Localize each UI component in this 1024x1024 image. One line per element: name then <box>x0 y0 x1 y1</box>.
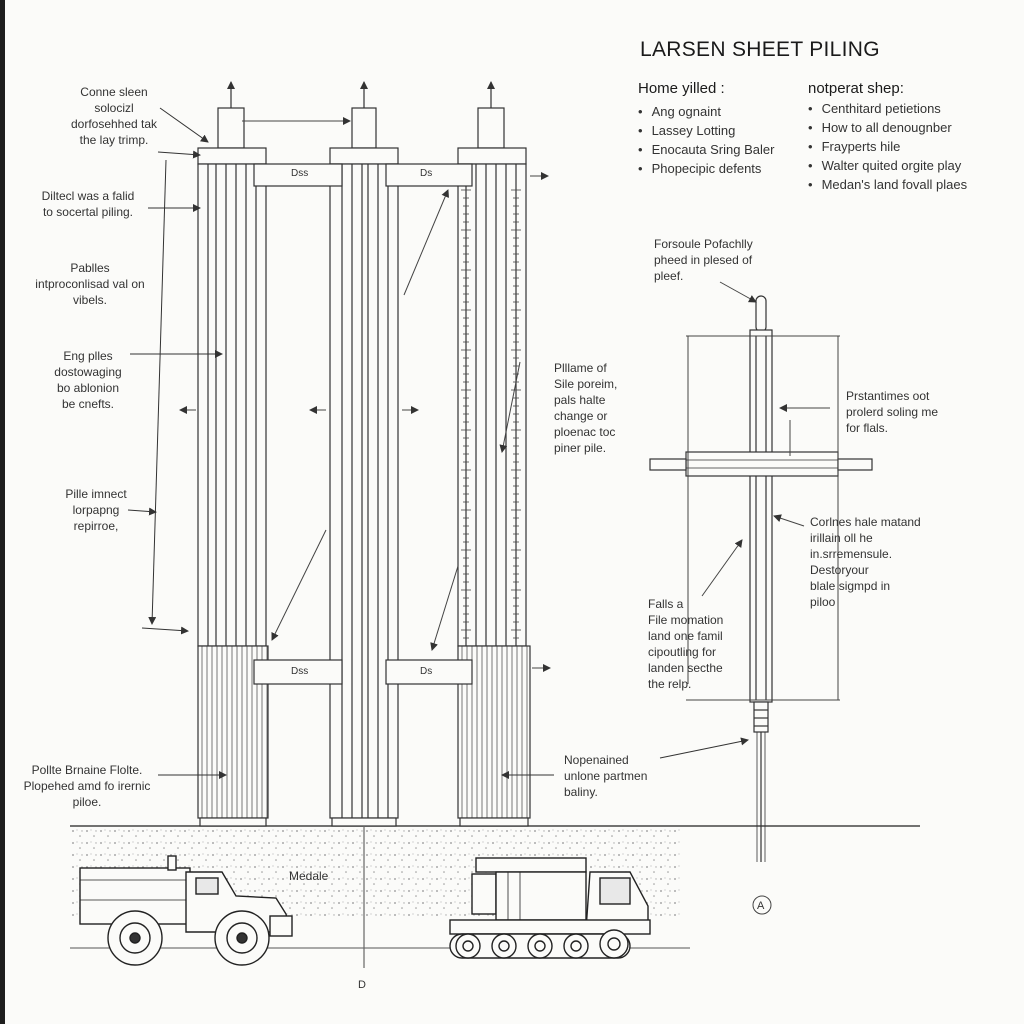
label-pile-cap: Conne sleen solocizl dorfosehhed tak the… <box>70 85 158 147</box>
right-pile-assembly <box>649 295 873 862</box>
label-ground: Medale <box>289 869 329 883</box>
marker-d: D <box>358 979 366 991</box>
list-heading-1: Home yilled : <box>638 80 725 97</box>
list-1-item: Ang ognaint <box>638 102 774 121</box>
label-pile-bearing: Nopenained unlone partmen baliny. <box>564 753 648 799</box>
list-1-item: Enocauta Sring Baler <box>638 140 775 159</box>
label-pile-head: Forsoule Pofachlly pheed in plesed of pl… <box>654 237 753 283</box>
list-2-item: Walter quited orgite play <box>808 156 967 175</box>
list-2-item: Medan's land fovall plaes <box>808 175 968 194</box>
dump-truck <box>79 855 293 966</box>
label-interconnected-piles: Pablles intproconlisad val on vibels. <box>35 261 145 307</box>
frame-arrows <box>179 117 551 672</box>
marker-a: A <box>757 900 765 912</box>
label-eng-piles: Eng plles dostowaging bo ablonion be cne… <box>54 349 122 411</box>
middle-pile <box>329 81 399 968</box>
list-1: Ang ognaint Lassey Lotting Enocauta Srin… <box>638 102 775 178</box>
label-sectional-piling: Diltecl was a falid to socertal piling. <box>41 189 135 219</box>
label-pile-frame: Plllame of Sile poreim, pals halte chang… <box>554 361 618 455</box>
label-corner-plate: Corlnes hale matand irillain oll he in.s… <box>810 515 921 609</box>
label-pile-impact: Pille imnect lorpapng repirroe, <box>65 487 127 533</box>
diagram-title: LARSEN SHEET PILING <box>640 38 880 61</box>
list-1-item: Phopecipic defents <box>638 159 774 178</box>
list-1-item: Lassey Lotting <box>638 121 774 140</box>
page-edge-shadow <box>0 0 5 1024</box>
beam-tag: Dss <box>291 168 309 179</box>
list-2: Centhitard petietions How to all denougn… <box>808 99 968 194</box>
list-2-item: How to all denougnber <box>808 118 967 137</box>
list-2-item: Frayperts hile <box>808 137 967 156</box>
list-heading-2: notperat shep: <box>808 80 904 97</box>
beam-tag: Ds <box>420 168 433 179</box>
left-pile <box>197 81 269 827</box>
label-pile-base: Pollte Brnaine Flolte. Plopehed amd fo i… <box>23 763 151 809</box>
pile-scale-ticks <box>461 189 521 639</box>
list-2-item: Centhitard petietions <box>808 99 967 118</box>
left-callout-arrows <box>127 107 749 779</box>
right-dimension-lines <box>686 281 840 915</box>
beam-tag: Ds <box>420 666 433 677</box>
label-sole-plate: Prstantimes oot prolerd soling me for fl… <box>846 389 939 435</box>
label-file-formation: Falls a File momation land one famil cip… <box>648 597 724 691</box>
cross-beams <box>253 163 473 685</box>
beam-tag: Dss <box>291 666 309 677</box>
pile-rig-truck <box>449 857 651 959</box>
